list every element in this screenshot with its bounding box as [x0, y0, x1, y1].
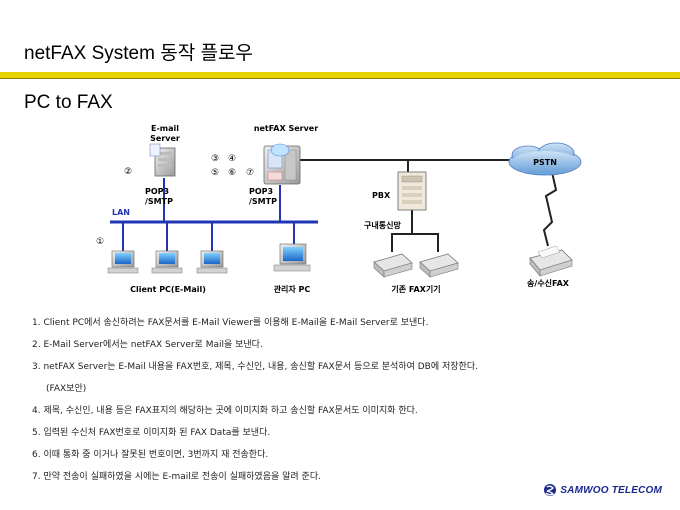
- pstn-label: PSTN: [533, 158, 557, 167]
- step-item-2: 2. E-Mail Server에서는 netFAX Server로 Mail을…: [32, 340, 263, 350]
- email-server-label-line1: E-mail: [151, 124, 179, 133]
- company-logo-text: SAMWOO TELECOM: [560, 484, 662, 496]
- client-pc-1-icon: [107, 250, 139, 274]
- step-marker-4: ④: [228, 154, 236, 164]
- existing-fax-label: 기존 FAX기기: [391, 284, 440, 294]
- pbx-to-fax-2-line: [412, 233, 439, 252]
- email-server-label-line2: Server: [150, 134, 180, 143]
- netfax-server-icon: [263, 143, 301, 185]
- company-logo: SAMWOO TELECOM: [543, 481, 662, 499]
- step-item-6: 6. 이때 통화 중 이거나 잘못된 번호이면, 3번까지 재 전송한다.: [32, 450, 269, 460]
- pstn-cloud-icon: [508, 142, 582, 176]
- pbx-icon: [397, 171, 427, 211]
- samwoo-logo-icon: [544, 484, 557, 496]
- step-item-5: 5. 입력된 수신처 FAX번호로 이미지화 된 FAX Data를 보낸다.: [32, 428, 271, 438]
- step-item-3-note: (FAX보안): [46, 384, 87, 394]
- client-pc-3-icon: [196, 250, 228, 274]
- step-marker-3: ③: [211, 154, 219, 164]
- title-underline: [0, 72, 680, 78]
- network-diagram: LAN E-mail Server ② POP3 /SMTP netFAX Se…: [96, 124, 582, 294]
- pstn-link-bolt: [542, 171, 558, 247]
- step-marker-6: ⑥: [228, 168, 236, 178]
- client-pc-2-icon: [151, 250, 183, 274]
- step-item-1: 1. Client PC에서 송신하려는 FAX문서를 E-Mail Viewe…: [32, 318, 429, 328]
- page-title: netFAX System 동작 플로우: [24, 43, 253, 64]
- remote-fax-icon: [529, 245, 573, 277]
- step-marker-5: ⑤: [211, 168, 219, 178]
- existing-fax-1-icon: [373, 253, 413, 278]
- step-marker-7: ⑦: [246, 168, 254, 178]
- step-item-7: 7. 만약 전송이 실패하였을 시에는 E-mail로 전송이 실패하였음을 알…: [32, 472, 321, 482]
- client-pc-label: Client PC(E-Mail): [130, 285, 206, 294]
- pop3-label-left-line1: POP3: [145, 187, 169, 196]
- remote-fax-label: 송/수신FAX: [527, 278, 570, 288]
- email-server-icon: [149, 143, 176, 177]
- admin-pc-label: 관리자 PC: [274, 284, 311, 294]
- pop3-label-right-line1: POP3: [249, 187, 273, 196]
- lan-label: LAN: [112, 208, 130, 217]
- existing-fax-2-icon: [419, 253, 459, 278]
- netfax-server-label: netFAX Server: [254, 124, 318, 133]
- step-marker-1: ①: [96, 237, 104, 247]
- pop3-label-left-line2: /SMTP: [145, 197, 173, 206]
- step-marker-2: ②: [124, 167, 132, 177]
- internal-line-label: 구내통신망: [364, 220, 401, 230]
- step-item-4: 4. 제목, 수신인, 내용 등은 FAX표지의 해당하는 곳에 이미지화 하고…: [32, 406, 418, 416]
- pbx-to-fax-1-line: [391, 210, 413, 252]
- section-subtitle: PC to FAX: [24, 92, 113, 113]
- admin-pc-icon: [273, 243, 311, 272]
- pbx-label: PBX: [372, 191, 391, 200]
- title-underline-shadow: [0, 78, 680, 79]
- step-item-3: 3. netFAX Server는 E-Mail 내용을 FAX번호, 제목, …: [32, 362, 478, 372]
- pop3-label-right-line2: /SMTP: [249, 197, 277, 206]
- step-list: 1. Client PC에서 송신하려는 FAX문서를 E-Mail Viewe…: [32, 312, 478, 488]
